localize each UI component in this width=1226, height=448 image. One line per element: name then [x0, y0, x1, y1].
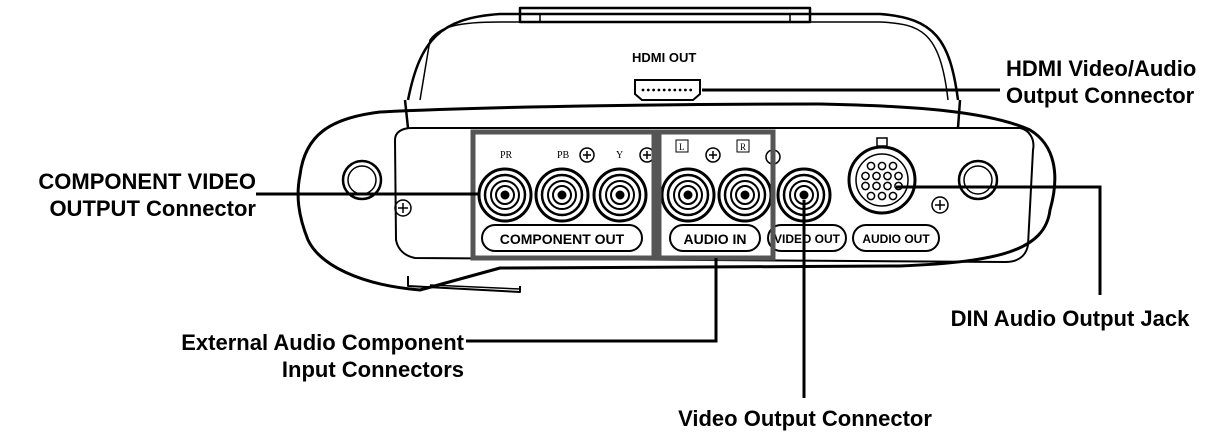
hdmi-pin: [678, 88, 682, 92]
din-pin: [866, 161, 876, 171]
hdmi-callout: HDMI Video/Audio Output Connector: [1006, 55, 1196, 109]
l-label: L: [679, 142, 685, 152]
din-pin: [872, 181, 881, 191]
video-out-label: VIDEO OUT: [774, 232, 841, 246]
hdmi-pin: [662, 88, 666, 92]
r-label: R: [740, 142, 746, 152]
din-jack: [847, 137, 917, 215]
leader-lines: [256, 88, 1102, 398]
din-pin: [894, 171, 903, 181]
rca-jack-audio-l: [660, 167, 716, 223]
rca-jack-y: [592, 167, 648, 223]
din-pin: [883, 181, 892, 191]
pr-label: PR: [500, 150, 513, 161]
din-pin: [877, 191, 887, 201]
rca-jack-pb: [534, 167, 590, 223]
component-callout: COMPONENT VIDEO OUTPUT Connector: [0, 168, 256, 222]
din-pin: [872, 171, 881, 181]
hdmi-pin: [646, 88, 650, 92]
main-body: [296, 102, 1057, 293]
rca-jack-pr: [477, 167, 533, 223]
jack-labels: PR PB Y L R: [500, 139, 750, 161]
audio-in-label: AUDIO IN: [684, 231, 747, 247]
upper-housing: [403, 6, 962, 129]
mount-hole-left: [341, 159, 383, 201]
hdmi-callout-line-1: HDMI Video/Audio: [1006, 56, 1197, 81]
rca-jack-audio-r: [717, 167, 773, 223]
hdmi-port: HDMI OUT: [632, 50, 701, 101]
audio-in-callout: External Audio Component Input Connector…: [130, 329, 464, 383]
hdmi-pin: [684, 88, 687, 92]
din-leader-line: [896, 185, 1102, 295]
audio-in-leader-line: [466, 258, 718, 343]
hdmi-callout-line-2: Output Connector: [1006, 83, 1195, 108]
video-callout-line-1: Video Output Connector: [678, 406, 932, 431]
audio-in-callout-line-1: External Audio Component: [181, 330, 464, 355]
din-pin: [888, 161, 898, 171]
din-pin: [877, 161, 887, 171]
din-pin: [866, 191, 876, 201]
din-pin: [861, 171, 870, 181]
video-callout: Video Output Connector: [640, 405, 970, 432]
din-callout: DIN Audio Output Jack: [925, 305, 1215, 332]
din-pin: [861, 181, 870, 191]
y-label: Y: [616, 150, 623, 161]
din-pin: [883, 171, 892, 181]
device-port-labels: [481, 224, 940, 252]
component-callout-line-1: COMPONENT VIDEO: [38, 169, 256, 194]
component-callout-line-2: OUTPUT Connector: [49, 196, 256, 221]
audio-out-label: AUDIO OUT: [862, 232, 930, 246]
audio-in-callout-line-2: Input Connectors: [281, 357, 464, 382]
hdmi-pin: [673, 88, 677, 92]
hdmi-pin: [641, 88, 645, 92]
hdmi-pin: [652, 88, 655, 92]
hdmi-pin: [657, 88, 661, 92]
hdmi-pin: [668, 88, 671, 92]
hdmi-label: HDMI OUT: [632, 50, 696, 65]
component-out-label: COMPONENT OUT: [500, 231, 625, 247]
pb-label: PB: [557, 150, 570, 161]
din-callout-line-1: DIN Audio Output Jack: [950, 306, 1190, 331]
din-pin: [888, 191, 898, 201]
hdmi-pin: [689, 88, 693, 92]
mount-hole-right: [957, 159, 999, 201]
